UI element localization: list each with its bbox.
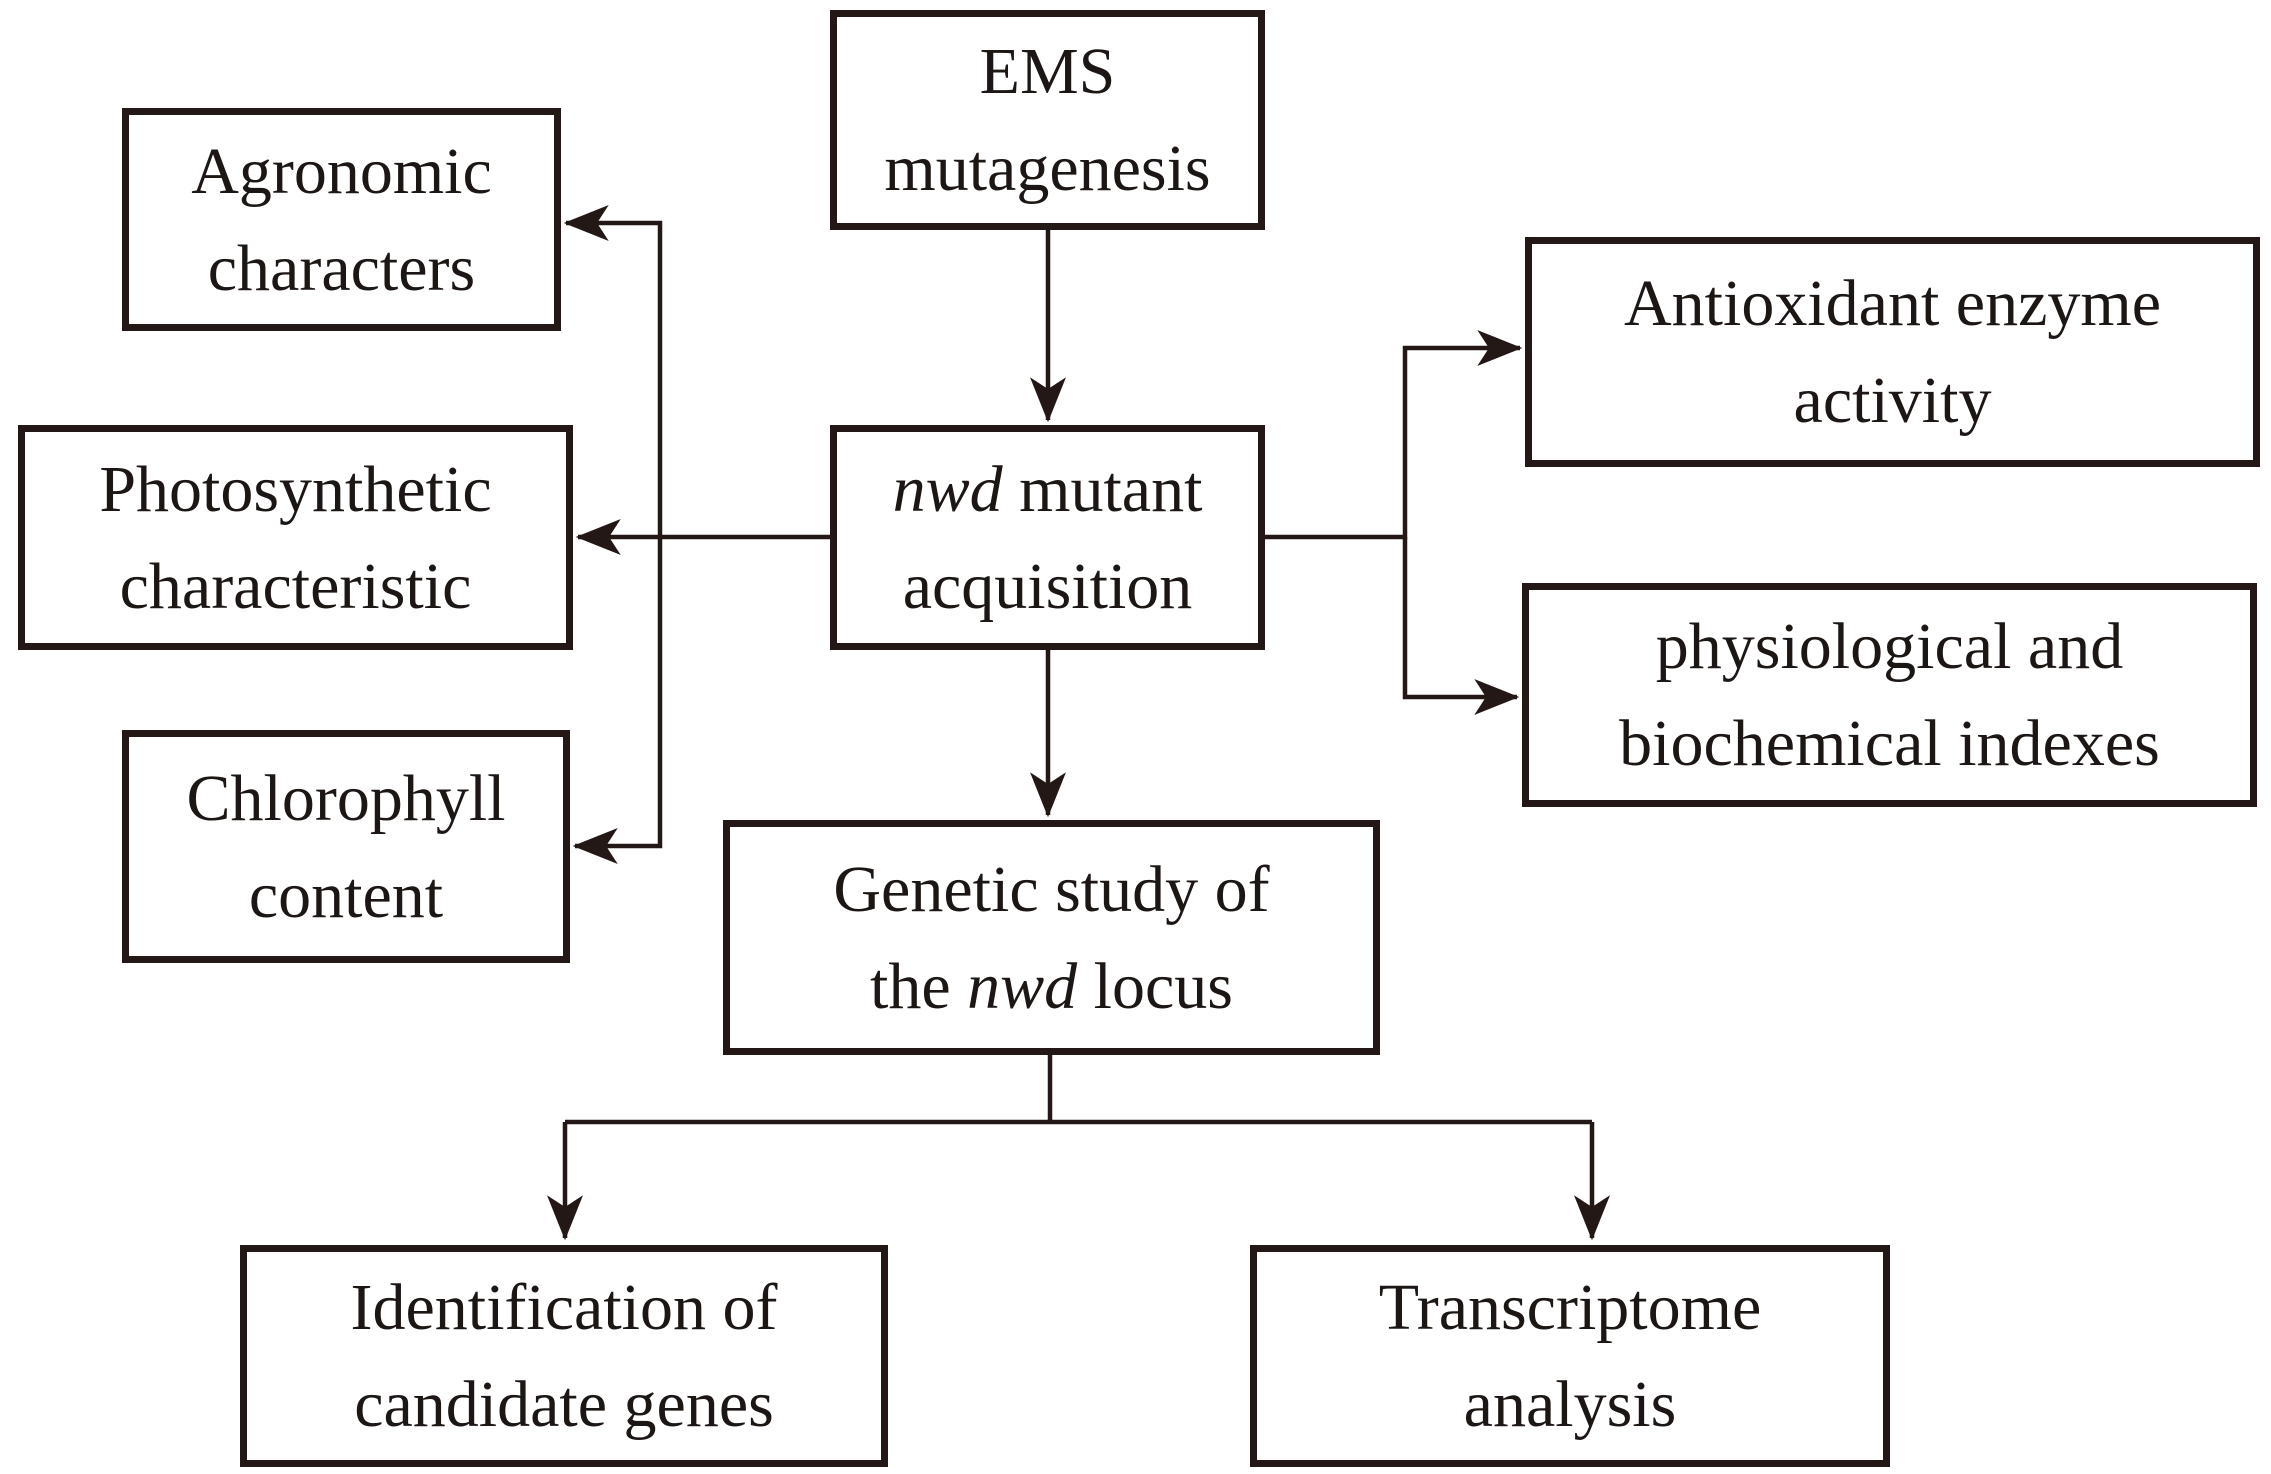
node-label-text: the bbox=[870, 949, 968, 1023]
connector-genetic-split bbox=[565, 1055, 1592, 1125]
arrow-nwd-to-agronomic bbox=[563, 205, 663, 537]
node-label-line: EMS bbox=[979, 35, 1116, 108]
node-label-line: Identification of bbox=[350, 1271, 778, 1344]
node-label-line: analysis bbox=[1463, 1368, 1677, 1441]
italic-gene-name: nwd bbox=[967, 949, 1078, 1023]
node-label-text: mutant bbox=[1002, 452, 1203, 526]
node-label-line: candidate genes bbox=[354, 1368, 774, 1441]
node-antioxidant-enzyme-activity: Antioxidant enzyme activity bbox=[1525, 237, 2260, 467]
node-label-line: Agronomic bbox=[191, 134, 492, 208]
node-label-line: content bbox=[248, 858, 444, 932]
node-label-line: characteristic bbox=[119, 549, 472, 623]
node-label-line: Chlorophyll bbox=[186, 761, 506, 835]
node-photosynthetic-characteristic: Photosynthetic characteristic bbox=[18, 425, 573, 650]
node-physiological-and-biochemical-indexes: physiological and biochemical indexes bbox=[1522, 583, 2257, 807]
node-nwd-mutant-acquisition: nwd mutant acquisition bbox=[830, 425, 1265, 650]
arrow-nwd-to-physiological bbox=[1402, 537, 1520, 715]
node-label-line: biochemical indexes bbox=[1619, 707, 2160, 780]
node-identification-of-candidate-genes: Identification of candidate genes bbox=[240, 1245, 888, 1467]
node-label-line: acquisition bbox=[902, 549, 1193, 623]
node-agronomic-characters: Agronomic characters bbox=[122, 108, 561, 331]
node-ems-mutagenesis: EMS mutagenesis bbox=[830, 10, 1265, 230]
arrow-nwd-to-chlorophyll bbox=[572, 537, 663, 864]
node-label-line: Transcriptome bbox=[1378, 1271, 1762, 1344]
node-label-line: the nwd locus bbox=[870, 938, 1233, 1035]
node-chlorophyll-content: Chlorophyll content bbox=[122, 730, 570, 963]
node-label-text: locus bbox=[1077, 949, 1233, 1023]
node-label-line: Genetic study of bbox=[833, 852, 1270, 926]
node-label-line: activity bbox=[1793, 364, 1992, 437]
node-label-line: nwd mutant bbox=[893, 441, 1203, 538]
arrow-nwd-to-antioxidant bbox=[1265, 330, 1523, 540]
node-label-line: mutagenesis bbox=[884, 132, 1211, 205]
node-transcriptome-analysis: Transcriptome analysis bbox=[1250, 1245, 1890, 1467]
italic-gene-name: nwd bbox=[892, 452, 1003, 526]
node-genetic-study-of-the-nwd-locus: Genetic study of the nwd locus bbox=[723, 820, 1380, 1055]
node-label-line: characters bbox=[207, 231, 476, 305]
node-label-line: Antioxidant enzyme bbox=[1623, 267, 2162, 340]
node-label-line: physiological and bbox=[1655, 610, 2124, 683]
node-label-line: Photosynthetic bbox=[99, 452, 492, 526]
